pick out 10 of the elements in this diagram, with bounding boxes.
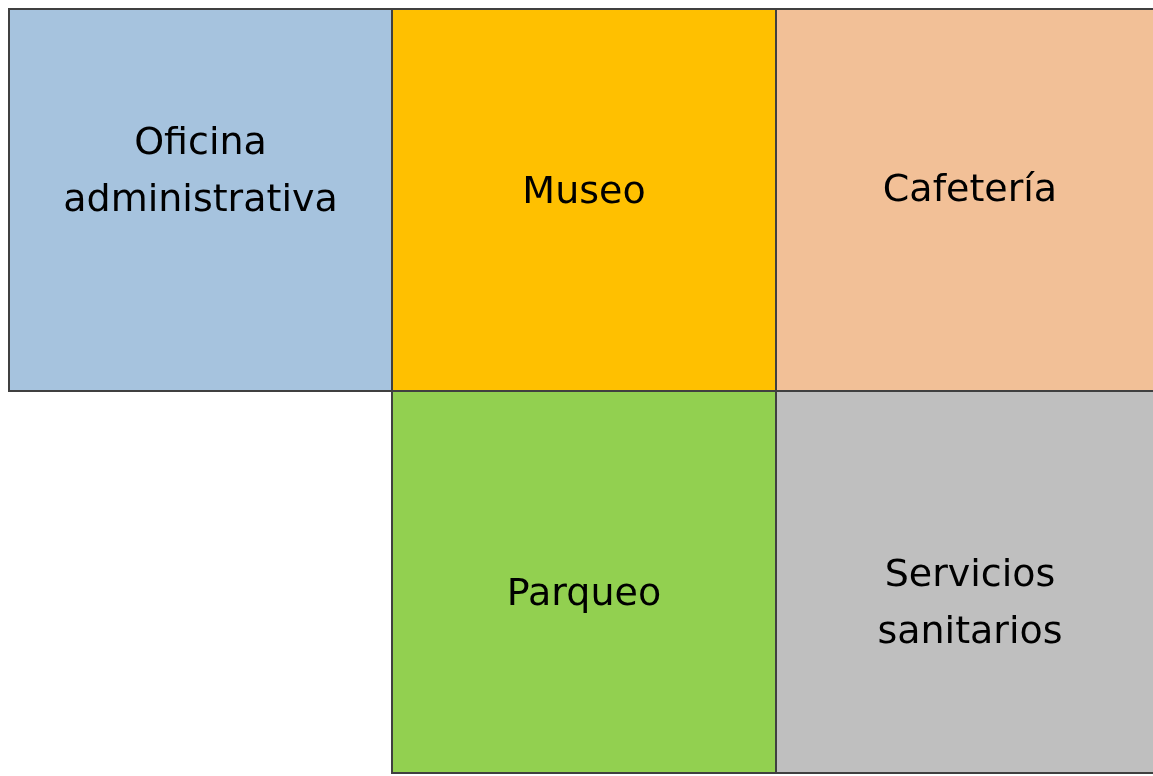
room-area <box>775 8 1153 392</box>
room-name: Parqueo <box>505 568 663 616</box>
room-area <box>391 8 777 392</box>
room-name: Oficina administrativa <box>62 118 339 222</box>
room-area <box>775 390 1153 774</box>
room-name: Cafetería <box>881 164 1059 212</box>
room-area <box>391 390 777 774</box>
room-area <box>8 8 393 392</box>
room-name: Servicios sanitarios <box>876 550 1064 654</box>
room-name: Museo <box>521 166 647 214</box>
